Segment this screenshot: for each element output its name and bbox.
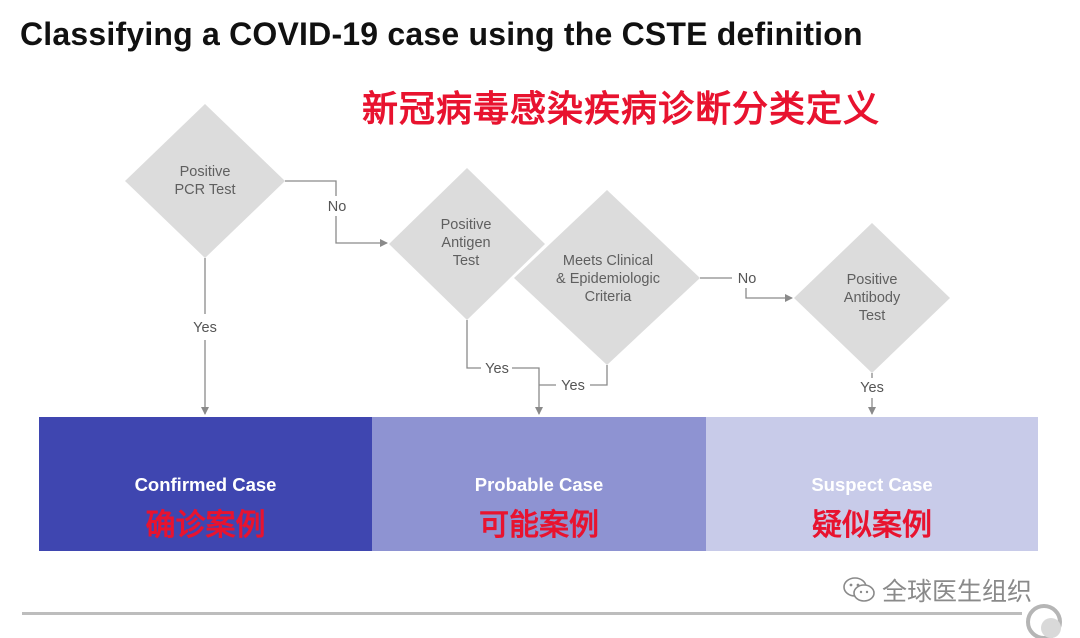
edge-clinical-yes-line [590, 365, 608, 386]
edge-label-antibody-yes: Yes [860, 380, 884, 396]
node-antibody-line-3: Test [859, 308, 886, 324]
node-antigen-line-1: Positive [441, 217, 492, 233]
slide-title: Classifying a COVID-19 case using the CS… [20, 16, 863, 52]
outcome-label-confirmed-chinese: 确诊案例 [145, 508, 266, 543]
node-antibody-line-1: Positive [847, 272, 898, 288]
node-pcr-line-2: PCR Test [175, 182, 236, 198]
edge-antigen-yes-line-right [512, 367, 543, 415]
footer-logo-decoration [1026, 604, 1062, 638]
decision-diamond-antigen [389, 168, 545, 320]
watermark-text: 全球医生组织 [882, 577, 1033, 606]
decision-diamond-clinical [514, 190, 700, 365]
node-antigen-line-3: Test [453, 253, 480, 269]
edge-pcr-no-line-lower [335, 216, 388, 247]
outcome-box-confirmed: Confirmed Case 确诊案例 [39, 417, 372, 551]
watermark: 全球医生组织 [842, 572, 1032, 608]
node-clinical-line-1: Meets Clinical [563, 253, 653, 269]
edge-label-clinical-yes: Yes [561, 378, 585, 394]
outcome-box-suspect: Suspect Case 疑似案例 [706, 417, 1038, 551]
outcome-label-probable: Probable Case [474, 474, 604, 495]
edge-clinical-no-line-lower [745, 288, 793, 302]
outcome-label-suspect-chinese: 疑似案例 [812, 508, 932, 543]
outcome-box-probable: Probable Case 可能案例 [372, 417, 706, 551]
decision-diamond-antibody [794, 223, 950, 373]
edge-label-clinical-no: No [738, 271, 757, 287]
outcome-label-probable-chinese: 可能案例 [479, 508, 599, 543]
node-clinical-line-2: & Epidemiologic [556, 271, 660, 287]
footer-divider [22, 612, 1022, 615]
edge-label-pcr-no: No [328, 199, 347, 215]
edge-pcr-no-line [285, 180, 337, 196]
wechat-icon [843, 577, 875, 602]
edge-label-pcr-yes: Yes [193, 320, 217, 336]
outcome-label-suspect: Suspect Case [811, 474, 933, 495]
node-clinical-line-3: Criteria [585, 289, 633, 305]
outcome-label-confirmed: Confirmed Case [134, 474, 277, 495]
edge-antigen-yes-line [466, 320, 481, 369]
node-antibody-line-2: Antibody [844, 290, 901, 306]
edge-label-antigen-yes: Yes [485, 361, 509, 377]
node-pcr-line-1: Positive [180, 164, 231, 180]
node-antigen-line-2: Antigen [441, 235, 490, 251]
slide-subtitle-chinese: 新冠病毒感染疾病诊断分类定义 [362, 89, 881, 130]
decision-diamond-pcr [125, 104, 285, 258]
